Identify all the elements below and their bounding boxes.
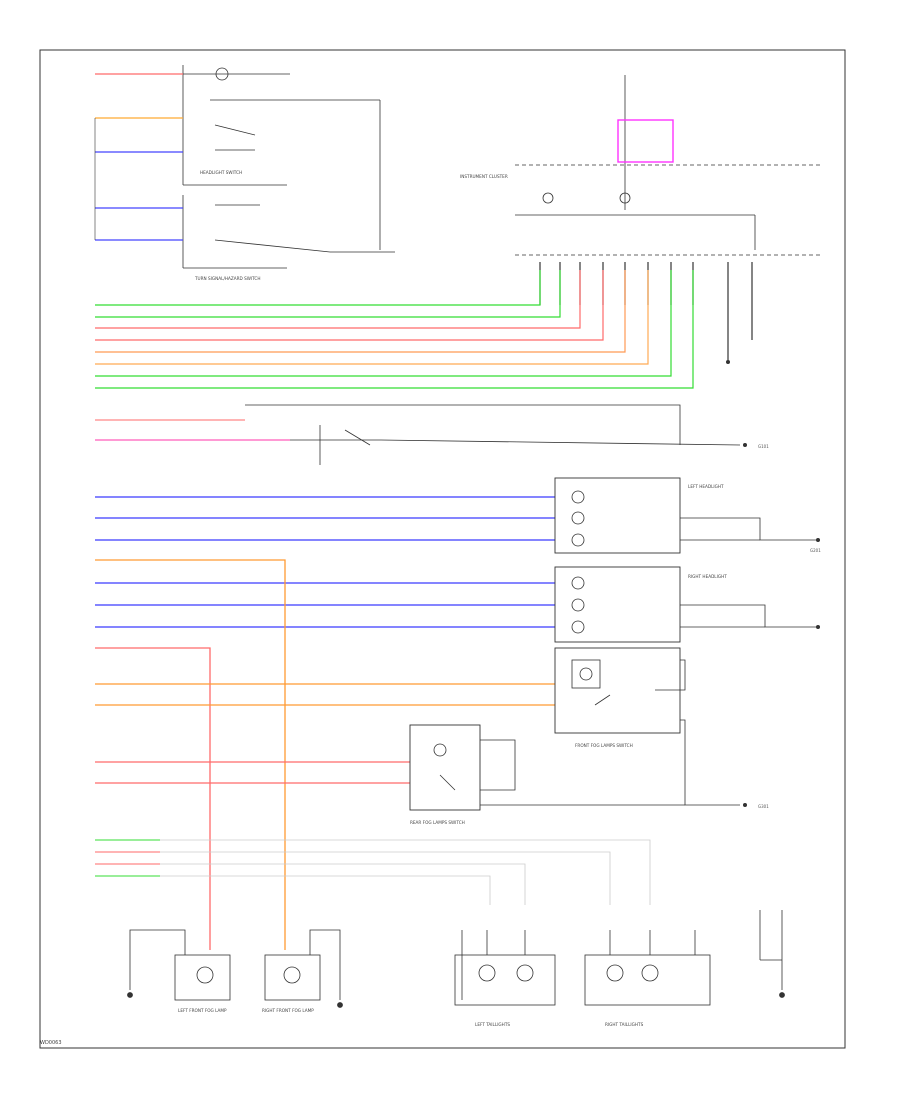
left-front-fog-lamp xyxy=(127,929,231,1001)
instrument-cluster-label: INSTRUMENT CLUSTER xyxy=(460,174,508,179)
instrument-cluster-group xyxy=(515,75,820,256)
diagram-border xyxy=(39,49,846,1049)
cluster-harness xyxy=(95,270,694,389)
rear-fog-switch-internals xyxy=(433,739,685,806)
right-headlight-box xyxy=(554,566,681,643)
left-taillights xyxy=(454,930,556,1006)
headlight-harness xyxy=(95,496,555,950)
middle-switch-group xyxy=(95,404,741,465)
right-headlight-label: RIGHT HEADLIGHT xyxy=(688,574,727,579)
rear-fog-switch-box xyxy=(409,724,481,811)
rear-fog-switch-label: REAR FOG LAMPS SWITCH xyxy=(410,820,465,825)
right-ground xyxy=(759,910,785,998)
ground-label-3: G301 xyxy=(758,804,769,809)
right-front-fog-lamp xyxy=(264,929,343,1008)
left-headlight-box xyxy=(554,477,681,554)
front-fog-switch-internals xyxy=(571,659,740,806)
ground-label-2: G201 xyxy=(810,548,821,553)
right-headlight-bulbs xyxy=(571,576,820,634)
right-front-fog-label: RIGHT FRONT FOG LAMP xyxy=(262,1008,314,1013)
right-taillights-label: RIGHT TAILLIGHTS xyxy=(605,1022,644,1027)
front-fog-switch-box xyxy=(554,647,681,734)
turn-signal-switch-label: TURN SIGNAL/HAZARD SWITCH xyxy=(194,276,261,281)
left-front-fog-label: LEFT FRONT FOG LAMP xyxy=(178,1008,227,1013)
ground-label-1: G101 xyxy=(758,444,769,449)
left-headlight-bulbs xyxy=(571,490,820,547)
headlight-switch-group xyxy=(182,65,395,269)
cluster-pins xyxy=(539,262,753,360)
taillight-feed-colors xyxy=(95,839,160,877)
headlight-switch-label: HEADLIGHT SWITCH xyxy=(200,170,242,175)
left-headlight-label: LEFT HEADLIGHT xyxy=(688,484,724,489)
footer-code: WD0063 xyxy=(40,1040,62,1046)
left-taillights-label: LEFT TAILLIGHTS xyxy=(475,1022,510,1027)
ground-terminals xyxy=(726,360,820,807)
cluster-fuse-link xyxy=(617,119,674,163)
right-taillights xyxy=(584,930,711,1006)
front-fog-switch-label: FRONT FOG LAMPS SWITCH xyxy=(575,743,633,748)
headlight-switch-wires xyxy=(94,73,183,241)
taillight-feed-wires xyxy=(95,839,651,905)
